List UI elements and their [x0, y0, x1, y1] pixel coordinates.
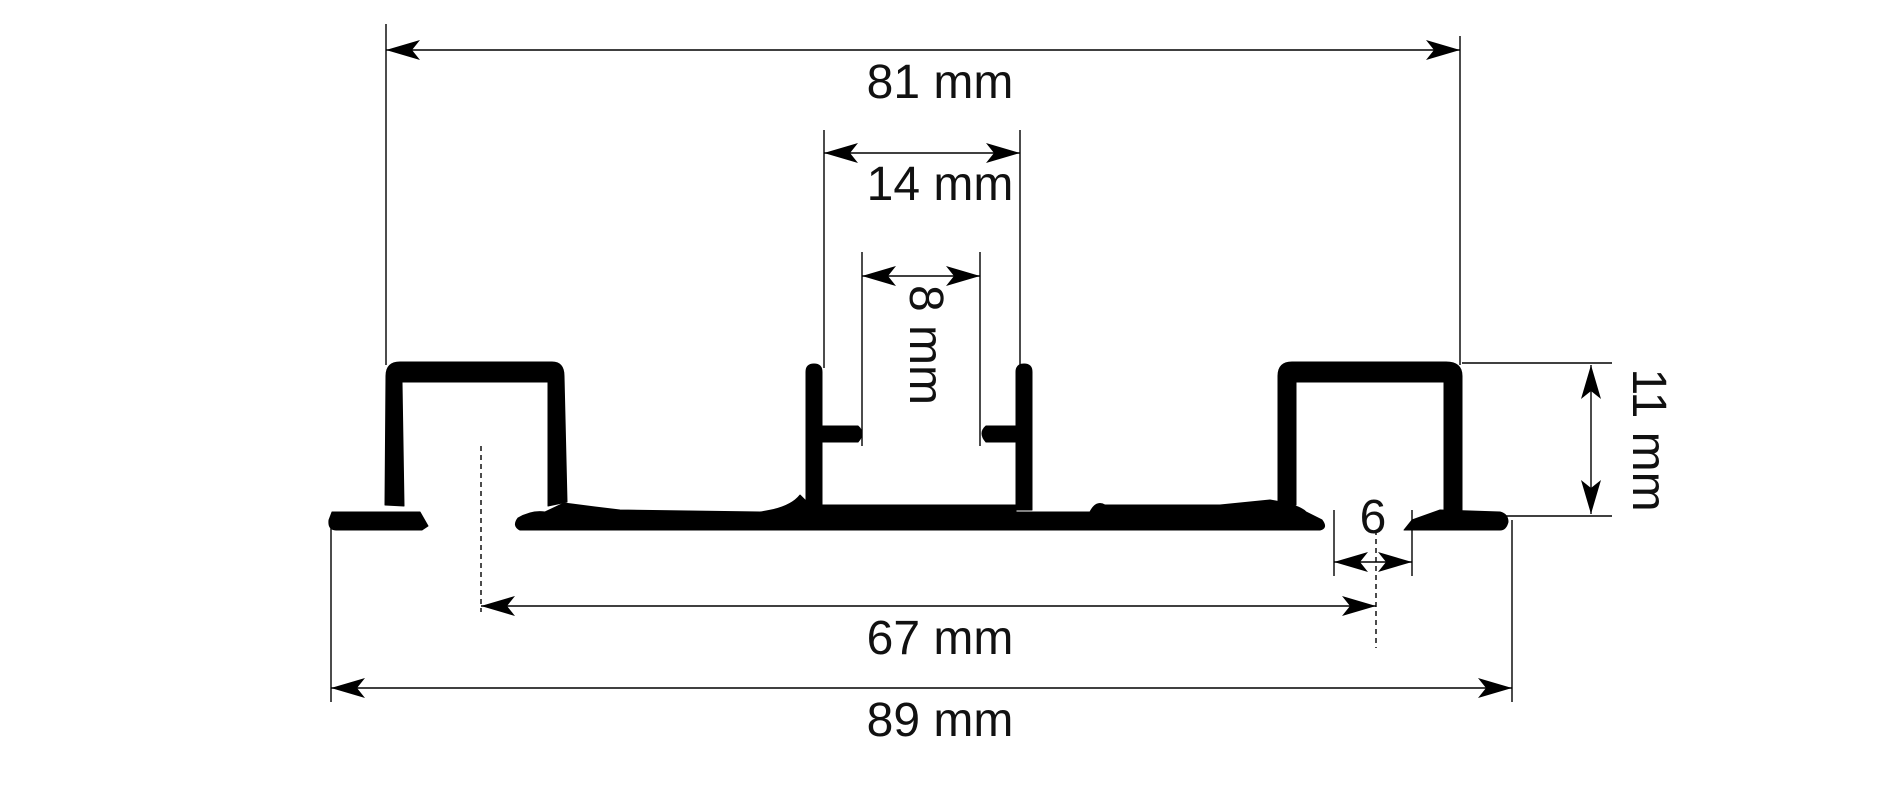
- label-height: 11 mm: [1622, 368, 1675, 511]
- label-channel-width: 14 mm: [867, 158, 1014, 211]
- label-slot-width: 8 mm: [899, 285, 952, 405]
- profile-base: [328, 511, 429, 531]
- extension-lines: [330, 24, 1612, 702]
- profile-left-channel-lip: [821, 425, 863, 443]
- profile-left-box: [384, 361, 568, 507]
- profile-channel-floor: [821, 504, 1017, 521]
- dimension-labels: 81 mm 14 mm 8 mm 11 mm 6 67 mm 89 mm: [867, 56, 1675, 747]
- label-overall-width: 89 mm: [867, 694, 1014, 747]
- label-top-width: 81 mm: [867, 56, 1014, 109]
- label-slot-small: 6: [1360, 491, 1387, 544]
- dimension-lines: [331, 40, 1601, 698]
- profile-left-channel-wall: [805, 363, 823, 511]
- profile-right-channel-lip: [981, 425, 1017, 443]
- profile-cross-section: [328, 361, 1509, 531]
- label-center-distance: 67 mm: [867, 612, 1014, 665]
- profile-base-right: [1403, 509, 1509, 531]
- profile-right-box: [1277, 361, 1463, 513]
- profile-right-channel-wall: [1015, 363, 1033, 511]
